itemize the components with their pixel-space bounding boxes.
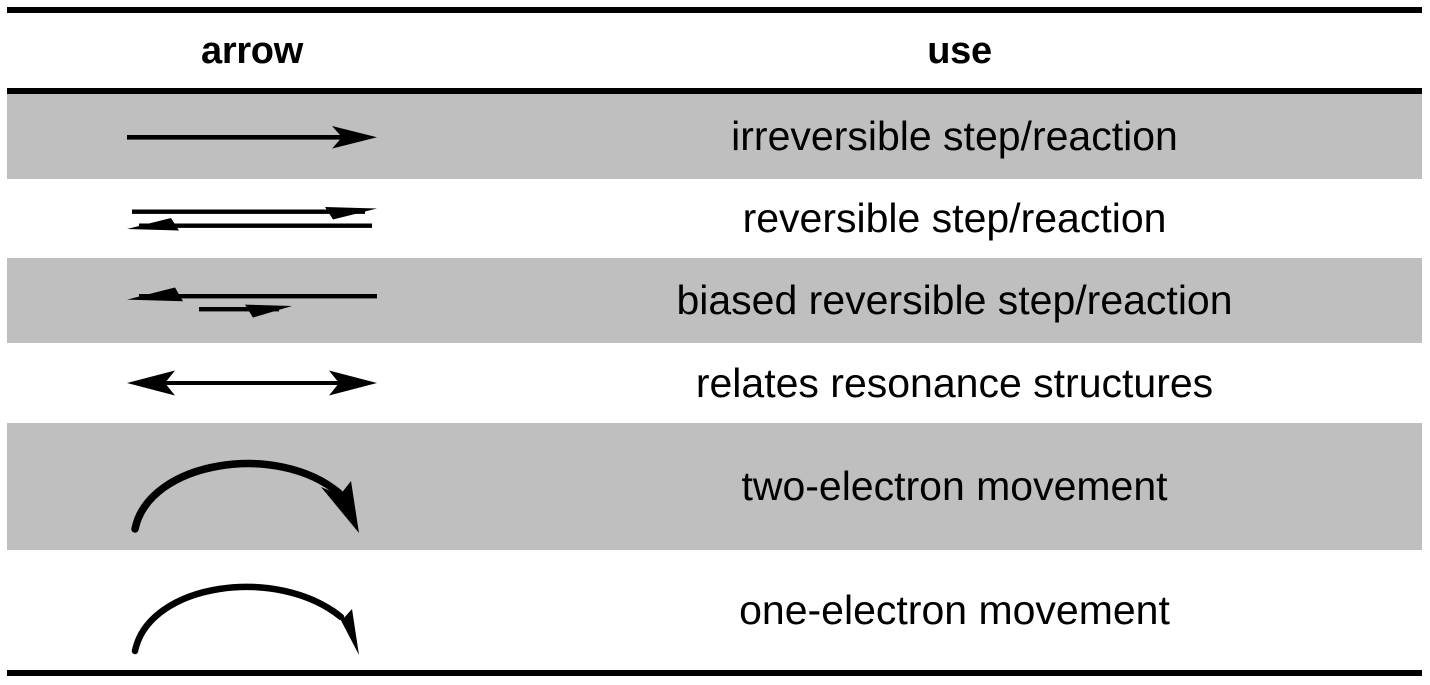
- table-row: biased reversible step/reaction: [7, 258, 1422, 343]
- double-headed-resonance-arrow-icon: [127, 370, 377, 396]
- use-label: one-electron movement: [739, 586, 1170, 633]
- use-cell: reversible step/reaction: [497, 198, 1422, 239]
- header-separator-border: [7, 88, 1422, 94]
- table-row: two-electron movement: [7, 423, 1422, 550]
- arrow-cell: [7, 563, 497, 658]
- use-cell: two-electron movement: [497, 466, 1422, 507]
- use-label: relates resonance structures: [695, 359, 1214, 406]
- arrow-cell: [7, 437, 497, 537]
- header-cell-use: use: [497, 32, 1422, 70]
- equilibrium-double-harpoon-icon: [127, 206, 377, 230]
- header-cell-arrow: arrow: [7, 32, 497, 70]
- use-label: reversible step/reaction: [742, 195, 1167, 241]
- use-cell: one-electron movement: [497, 586, 1422, 633]
- table-row: irreversible step/reaction: [7, 94, 1422, 179]
- table-top-border: [7, 7, 1422, 13]
- arrow-cell: [7, 276, 497, 326]
- column-header-arrow-label: arrow: [201, 29, 303, 72]
- arrow-cell: [7, 361, 497, 405]
- straight-single-arrow-right-icon: [127, 125, 377, 149]
- biased-equilibrium-harpoon-icon: [127, 287, 377, 318]
- use-cell: biased reversible step/reaction: [497, 280, 1422, 321]
- table-header-row: arrow use: [7, 13, 1422, 88]
- arrow-cell: [7, 194, 497, 244]
- use-label: two-electron movement: [741, 463, 1168, 509]
- arrow-cell: [7, 112, 497, 162]
- column-header-use-label: use: [927, 29, 992, 72]
- table-bottom-border: [7, 670, 1422, 676]
- curved-double-barbed-arrow-icon: [131, 459, 359, 533]
- use-cell: irreversible step/reaction: [497, 116, 1422, 157]
- table-row: reversible step/reaction: [7, 179, 1422, 258]
- use-label: irreversible step/reaction: [731, 113, 1178, 159]
- table-row: relates resonance structures: [7, 343, 1422, 423]
- curved-fishhook-arrow-icon: [131, 583, 359, 655]
- table-row: one-electron movement: [7, 550, 1422, 670]
- use-cell: relates resonance structures: [497, 359, 1422, 406]
- use-label: biased reversible step/reaction: [676, 277, 1233, 323]
